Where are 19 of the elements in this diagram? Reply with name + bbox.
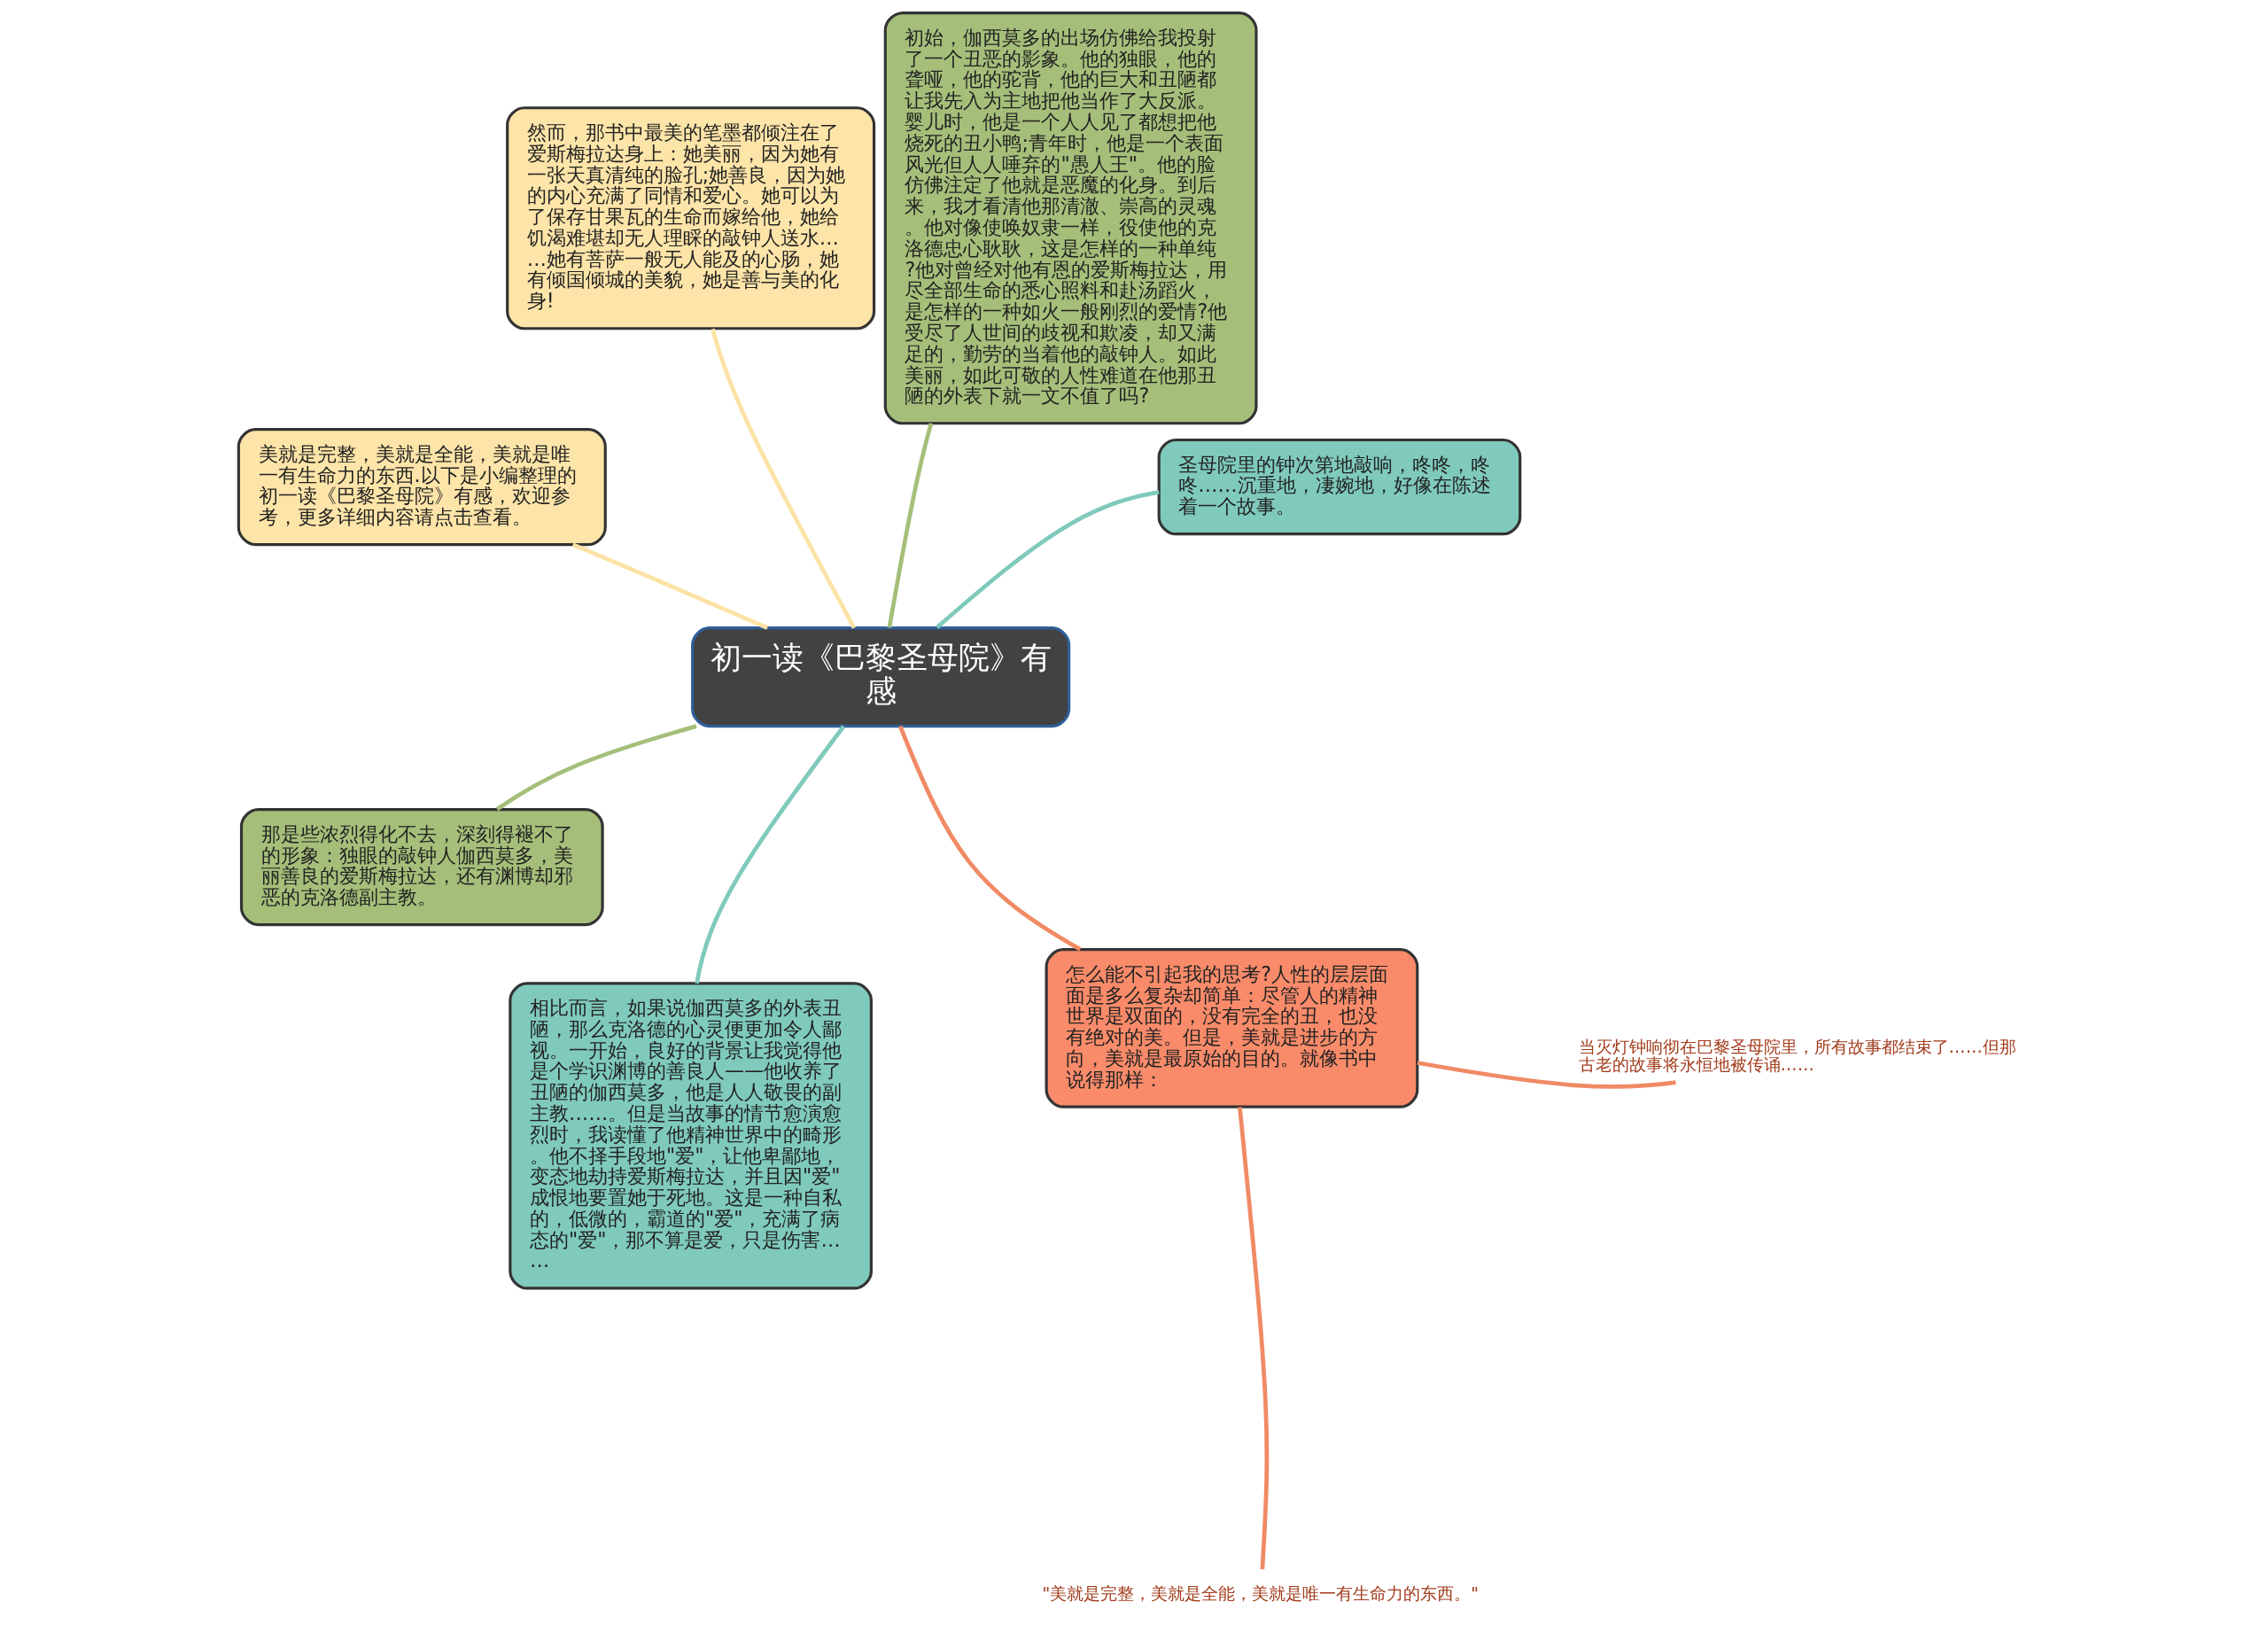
node-box: 圣母院里的钟次第地敲响，咚咚，咚咚……沉重地，凄婉地，好像在陈述着一个故事。 xyxy=(1157,438,1522,536)
node-text: "美就是完整，美就是全能，美就是唯一有生命力的东西。" xyxy=(1042,1582,1480,1603)
connector xyxy=(695,725,846,984)
connector xyxy=(897,725,1082,952)
connector xyxy=(571,542,769,630)
connector xyxy=(1238,1107,1270,1570)
node-box: 初始，伽西莫多的出场仿佛给我投射了一个丑恶的影象。他的独眼，他的聋哑，他的驼背，他的巨大和丑陋都让我先入为主地把他当作了大反派。婴儿时，他是一个人人见了都想把他烧死的丑小鸭;青年时，他是一个表面风光但人人唾弃的"愚人王"。他的脸仿佛注定了他就是恶魔的化身。到后来，我才看清他那清澈、崇高的灵魂。他对像使唤奴隶一样，役使他的克洛德忠心耿耿，这是怎样的一种单纯?他对曾经对他有恩的爱斯梅拉达，用尽全部生命的悉心照料和赴汤蹈火，是怎样的一种如火一般刚烈的爱情?他受尽了人世间的歧视和欺凌，却又满足的，勤劳的当着他的敲钟人。如此美丽，如此可敬的人性难道在他那丑陋的外表下就一文不值了吗? xyxy=(883,12,1258,425)
node-box: 然而，那书中最美的笔墨都倾注在了爱斯梅拉达身上：她美丽，因为她有一张天真清纯的脸孔;她善良，因为她的内心充满了同情和爱心。她可以为了保存甘果瓦的生命而嫁给他，她给饥渴难堪却无人理睬的敲钟人送水……她有菩萨一般无人能及的心肠，她有倾国倾城的美貌，她是善与美的化身! xyxy=(506,106,876,330)
node-box: 相比而言，如果说伽西莫多的外表丑陋，那么克洛德的心灵便更加令人鄙视。一开始，良好的背景让我觉得他是个学识渊博的善良人——他收养了丑陋的伽西莫多，他是人人敬畏的副主教……。但是当故事的情节愈演愈烈时，我读懂了他精神世界中的畸形。他不择手段地"爱"，让他卑鄙地，变态地劫持爱斯梅拉达，并且因"爱"成恨地要置她于死地。这是一种自私的，低微的，霸道的"爱"，充满了病态的"爱"，那不算是爱，只是伤害…… xyxy=(509,982,873,1290)
connector xyxy=(495,724,697,812)
node-box: 那是些浓烈得化不去，深刻得褪不了的形象：独眼的敲钟人伽西莫多，美丽善良的爱斯梅拉达，还有渊博却邪恶的克洛德副主教。 xyxy=(239,807,604,927)
node-box: 初一读《巴黎圣母院》有感 xyxy=(691,626,1071,728)
node-text: 当灭灯钟响彻在巴黎圣母院里，所有故事都结束了……但那古老的故事将永恒地被传诵…… xyxy=(1578,1036,2016,1075)
connector xyxy=(887,423,934,628)
node-box: 怎么能不引起我的思考?人性的层层面面是多么复杂却简单：尽管人的精神世界是双面的，没有完全的丑，也没有绝对的美。但是，美就是进步的方向，美就是最原始的目的。就像书中说得那样： xyxy=(1045,948,1419,1108)
node-box: 美就是完整，美就是全能，美就是唯一有生命力的东西.以下是小编整理的初一读《巴黎圣母院》有感，欢迎参考，更多详细内容请点击查看。 xyxy=(237,428,607,547)
connector xyxy=(711,328,857,629)
connector xyxy=(936,490,1160,629)
connector xyxy=(1417,1061,1676,1089)
